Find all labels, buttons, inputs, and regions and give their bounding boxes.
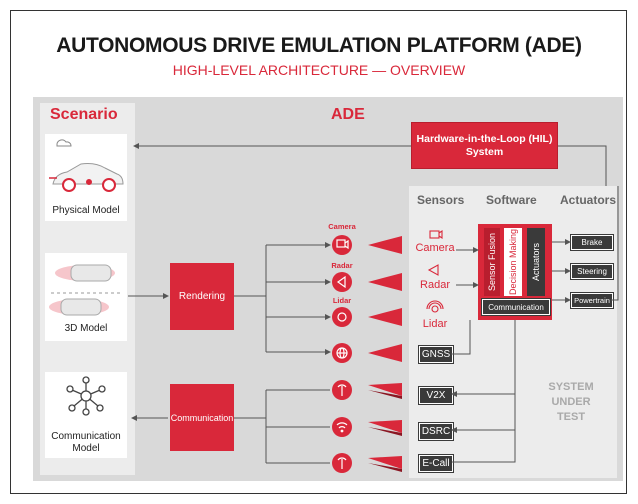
rendering-box: Rendering <box>170 263 234 330</box>
diagram-title: AUTONOMOUS DRIVE EMULATION PLATFORM (ADE… <box>56 34 582 57</box>
3d-model-label: 3D Model <box>64 323 108 334</box>
brake-box: Brake <box>571 235 613 250</box>
steering-box: Steering <box>571 264 613 279</box>
diagram-subtitle: HIGH-LEVEL ARCHITECTURE — OVERVIEW <box>172 62 466 78</box>
communication-model-card <box>45 372 127 458</box>
sut-lidar-label: Lidar <box>422 318 448 330</box>
scenario-header: Scenario <box>50 106 118 123</box>
sut-radar-label: Radar <box>420 279 450 291</box>
lidar-channel-icon <box>332 307 352 327</box>
network-icon <box>66 376 106 416</box>
3d-model-card <box>45 253 127 341</box>
channel-lidar-label: Lidar <box>332 296 352 305</box>
physical-model-label: Physical Model <box>52 205 120 216</box>
channel-camera-label: Camera <box>328 222 356 231</box>
system-under-test-label: SYSTEM UNDER TEST <box>548 381 594 423</box>
sut-camera-label: Camera <box>415 242 455 254</box>
software-header: Software <box>486 193 537 207</box>
physical-model-card <box>45 134 127 221</box>
ade-header: ADE <box>331 106 365 123</box>
communication-block: Communication <box>482 299 550 315</box>
radar-channel-icon <box>332 272 352 292</box>
sensors-header: Sensors <box>417 193 465 207</box>
hil-system-box: Hardware-in-the-Loop (HIL) System <box>411 122 558 169</box>
actuators-header: Actuators <box>560 193 617 207</box>
3d-car-icon <box>49 264 123 316</box>
channel-radar-label: Radar <box>331 261 353 270</box>
ecall-box: E-Call <box>419 455 453 472</box>
communication-box: Communication <box>170 384 234 451</box>
car-physical-icon <box>49 139 124 192</box>
communication-model-label: Communication Model <box>51 431 121 454</box>
